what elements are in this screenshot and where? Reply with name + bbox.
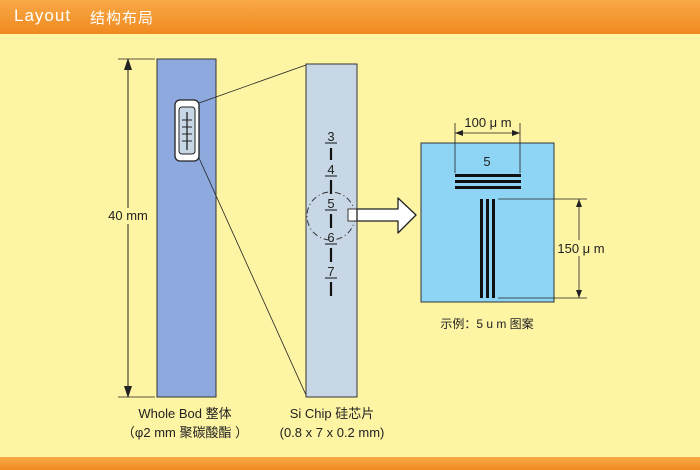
whole-body-caption: Whole Bod 整体 [138,406,231,421]
embedded-chip-window [174,99,200,162]
scale-number-6: 6 [327,230,334,245]
scale-number-7: 7 [327,264,334,279]
zoom-arrow-icon [356,197,417,234]
height-dimension: 150 μ m [498,198,605,299]
scale-number-5: 5 [327,196,334,211]
pattern-number: 5 [483,154,490,169]
si-chip-caption: Si Chip 硅芯片 [290,406,375,421]
page-subtitle: 结构布局 [90,10,155,27]
height-label: 150 μ m [557,241,604,256]
page-title: Layout [14,6,72,25]
footer-bar [0,457,700,470]
width-dimension: 100 μ m [454,115,521,173]
scale-number-3: 3 [327,129,334,144]
detail-caption: 示例：5 u m 图案 [440,316,533,331]
width-label: 100 μ m [464,115,511,130]
whole-body-material: （φ2 mm 聚碳酸酯 ） [122,425,248,440]
zoom-line-top [198,64,307,104]
scale-number-4: 4 [327,162,334,177]
length-label: 40 mm [108,208,148,223]
si-chip [305,63,358,398]
length-dimension: 40 mm [96,58,160,398]
vertical-lines-pattern [480,199,495,298]
detail-marker [347,208,358,222]
horizontal-lines-pattern [455,174,521,189]
si-chip-dimensions: (0.8 x 7 x 0.2 mm) [280,425,385,440]
header-bar: Layout 结构布局 [0,0,700,34]
chip-scale: 3 4 5 6 7 [325,129,337,296]
zoom-line-bottom [198,157,307,396]
